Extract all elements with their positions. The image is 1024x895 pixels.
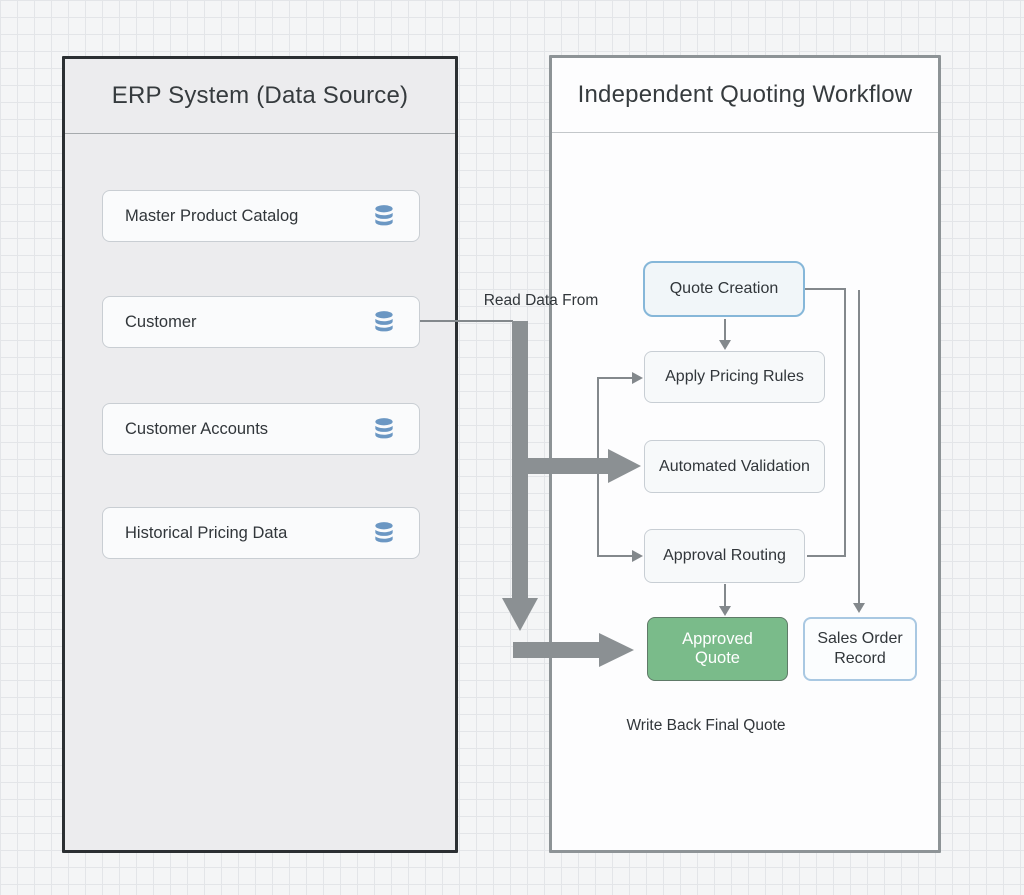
node-sales-order-record[interactable]: Sales Order Record (803, 617, 917, 681)
erp-item-label: Customer (125, 312, 197, 331)
node-approval-routing[interactable]: Approval Routing (644, 529, 805, 583)
erp-item-master-product-catalog[interactable]: Master Product Catalog (102, 190, 420, 242)
erp-item-label: Historical Pricing Data (125, 523, 288, 542)
erp-item-label: Master Product Catalog (125, 206, 299, 225)
read-data-from-label: Read Data From (483, 292, 599, 309)
node-quote-creation[interactable]: Quote Creation (643, 261, 805, 317)
erp-panel-title: ERP System (Data Source) (65, 59, 455, 134)
database-icon (371, 203, 397, 229)
database-icon (371, 416, 397, 442)
database-icon (371, 520, 397, 546)
node-label: Apply Pricing Rules (665, 368, 804, 385)
erp-item-customer[interactable]: Customer (102, 296, 420, 348)
database-icon (371, 309, 397, 335)
erp-item-customer-accounts[interactable]: Customer Accounts (102, 403, 420, 455)
node-apply-pricing-rules[interactable]: Apply Pricing Rules (644, 351, 825, 403)
node-automated-validation[interactable]: Automated Validation (644, 440, 825, 493)
write-back-final-quote-label: Write Back Final Quote (626, 717, 786, 734)
node-label: Approved Quote (682, 630, 753, 667)
node-label: Quote Creation (669, 280, 779, 297)
erp-item-label: Customer Accounts (125, 419, 269, 438)
node-approved-quote[interactable]: Approved Quote (647, 617, 788, 681)
read-data-trunk-arrow (502, 321, 538, 631)
erp-item-historical-pricing-data[interactable]: Historical Pricing Data (102, 507, 420, 559)
node-label: Automated Validation (659, 457, 810, 475)
node-label: Sales Order Record (817, 630, 903, 667)
workflow-panel-title: Independent Quoting Workflow (552, 58, 938, 133)
node-label: Approval Routing (663, 547, 786, 564)
